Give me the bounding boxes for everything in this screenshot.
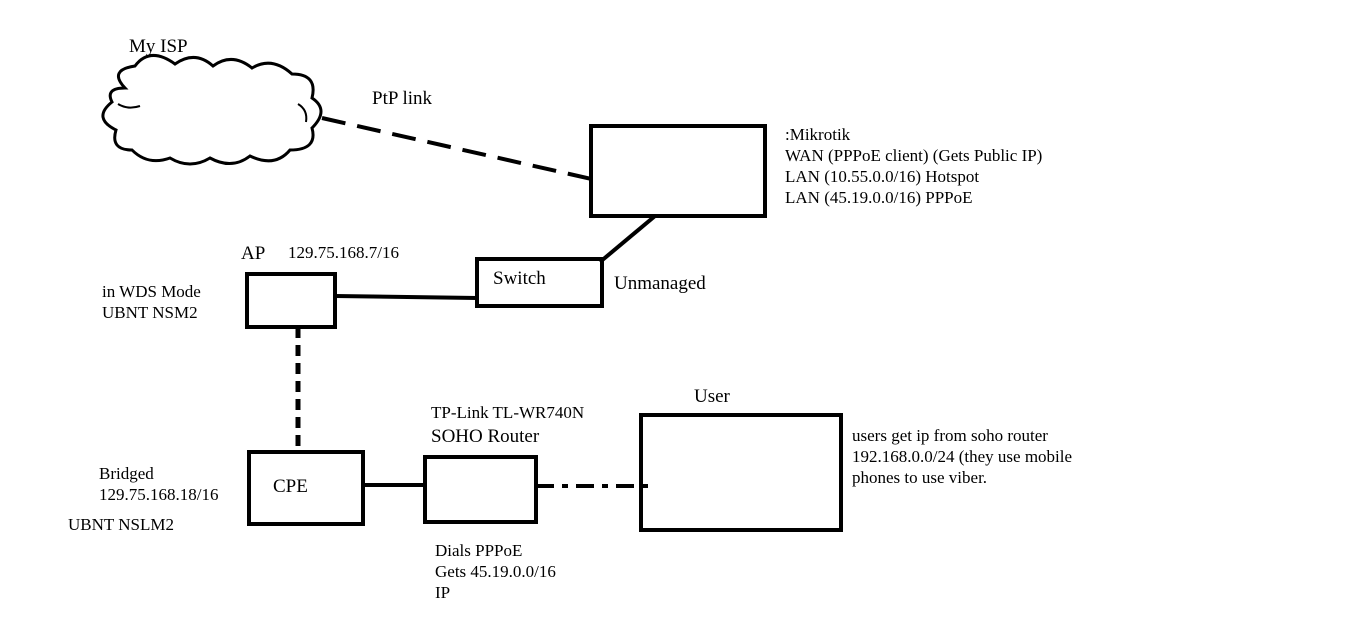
ap-mode: in WDS Mode bbox=[102, 282, 201, 301]
user-note-3: phones to use viber. bbox=[852, 468, 988, 487]
cpe-label: CPE bbox=[273, 476, 308, 497]
user-note-2: 192.168.0.0/24 (they use mobile bbox=[852, 447, 1073, 466]
ap-model: UBNT NSM2 bbox=[102, 303, 198, 322]
ap-box bbox=[245, 272, 337, 329]
cloud-detail bbox=[297, 103, 308, 123]
ap-title: AP bbox=[241, 243, 266, 264]
soho-note-gets: Gets 45.19.0.0/16 bbox=[435, 562, 556, 581]
cpe-model: UBNT NSLM2 bbox=[68, 515, 174, 534]
user-title: User bbox=[694, 386, 730, 407]
soho-router-box bbox=[423, 455, 538, 524]
soho-notes: Dials PPPoE Gets 45.19.0.0/16 IP bbox=[435, 540, 556, 603]
switch-label: Switch bbox=[493, 268, 546, 289]
ptp-link-line bbox=[321, 116, 597, 182]
switch-box bbox=[475, 257, 604, 308]
isp-cloud bbox=[101, 54, 323, 166]
ap-ip: 129.75.168.7/16 bbox=[288, 243, 399, 262]
mikrotik-title: :Mikrotik bbox=[785, 125, 851, 144]
cpe-mode: Bridged bbox=[99, 464, 154, 483]
ptp-link-label: PtP link bbox=[372, 88, 433, 109]
isp-label: My ISP bbox=[129, 36, 188, 57]
switch-note: Unmanaged bbox=[614, 273, 706, 294]
soho-note-ip: IP bbox=[435, 583, 451, 602]
user-notes: users get ip from soho router 192.168.0.… bbox=[852, 425, 1072, 488]
user-note-1: users get ip from soho router bbox=[852, 426, 1048, 445]
mikrotik-box bbox=[589, 124, 767, 218]
mikrotik-info: :Mikrotik WAN (PPPoE client) (Gets Publi… bbox=[785, 124, 1042, 208]
soho-title: SOHO Router bbox=[431, 426, 540, 447]
mikrotik-lan-hotspot: LAN (10.55.0.0/16) Hotspot bbox=[785, 167, 980, 186]
mikrotik-switch-link bbox=[598, 214, 657, 264]
cloud-detail bbox=[117, 103, 141, 109]
soho-note-dials: Dials PPPoE bbox=[435, 541, 523, 560]
mikrotik-wan: WAN (PPPoE client) (Gets Public IP) bbox=[785, 146, 1043, 165]
cpe-ip: 129.75.168.18/16 bbox=[99, 485, 219, 504]
user-box bbox=[639, 413, 843, 532]
cpe-box bbox=[247, 450, 365, 526]
mikrotik-lan-pppoe: LAN (45.19.0.0/16) PPPoE bbox=[785, 188, 973, 207]
ap-switch-link bbox=[334, 294, 478, 300]
soho-model: TP-Link TL-WR740N bbox=[431, 403, 585, 422]
